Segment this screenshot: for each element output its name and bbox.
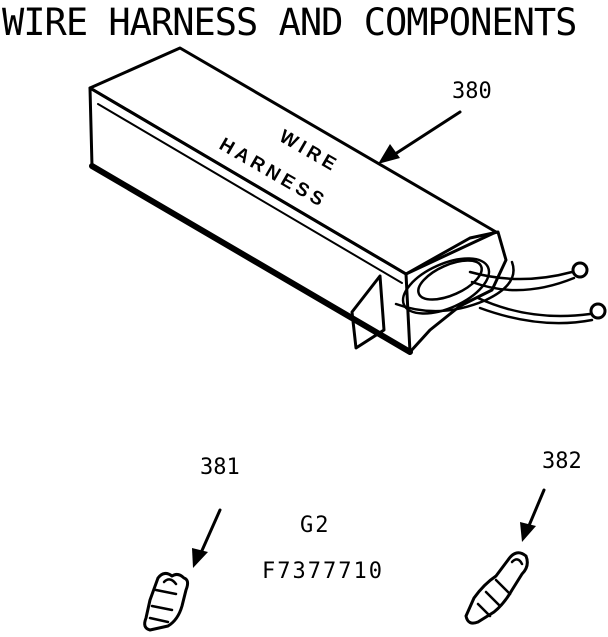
group-code: G2 <box>300 513 331 538</box>
box-end-flap <box>350 274 386 350</box>
model-code: F7377710 <box>262 559 384 584</box>
box-bottom-edge <box>89 163 413 355</box>
wire-lead-upper <box>468 270 574 281</box>
box-edge-line <box>97 103 403 284</box>
box-open-end <box>404 230 508 354</box>
wire-terminal-lower <box>589 302 607 320</box>
wire-terminal-upper <box>571 261 589 279</box>
wire-coil-inner <box>417 259 483 301</box>
wire-lead-upper-2 <box>470 276 576 292</box>
wire-harness-box: WIRE HARNESS <box>88 46 607 355</box>
wire-coil-lower <box>394 260 515 313</box>
terminal-381 <box>143 571 190 632</box>
callout-arrow-380 <box>378 110 462 164</box>
part-number-381: 381 <box>200 455 240 480</box>
wire-lead-lower-2 <box>478 306 594 325</box>
part-number-380: 380 <box>452 79 492 104</box>
callout-arrow-381 <box>192 508 222 568</box>
box-top-face <box>88 46 498 276</box>
part-number-382: 382 <box>542 449 582 474</box>
wire-coil <box>401 257 491 315</box>
page-title: WIRE HARNESS AND COMPONENTS <box>2 1 576 44</box>
callout-arrow-382 <box>520 488 546 542</box>
wire-lead-lower <box>476 296 592 318</box>
terminal-382 <box>464 551 529 625</box>
